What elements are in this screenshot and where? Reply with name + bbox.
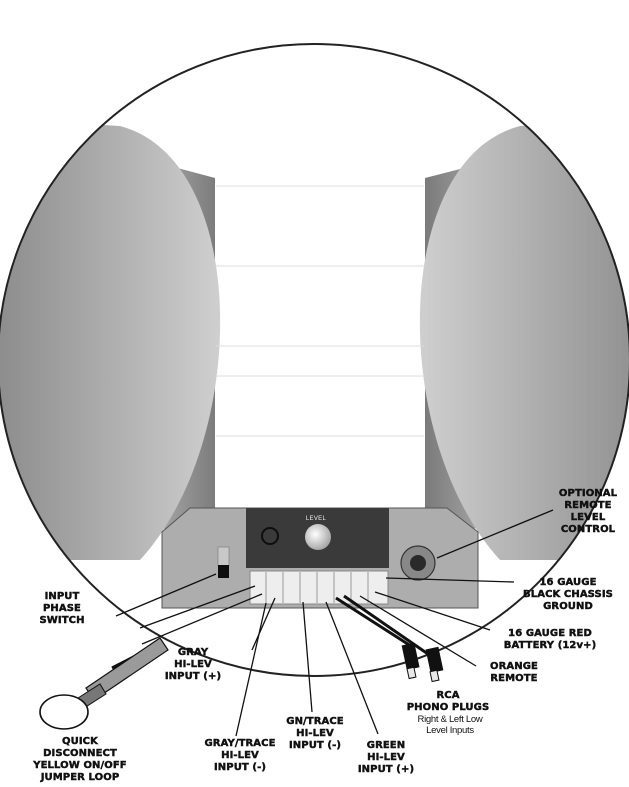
label-line: GRAY: [178, 647, 209, 658]
left-heatsink-fin: [0, 118, 221, 560]
label-line: LEVEL: [571, 512, 606, 523]
level-led: [261, 527, 279, 545]
label-rca: RCA PHONO PLUGS Right & Left Low Level I…: [407, 690, 490, 736]
label-line: QUICK: [62, 736, 99, 747]
phase-switch-toggle[interactable]: [218, 565, 229, 578]
label-orange-remote: ORANGE REMOTE: [490, 661, 538, 684]
rca-cables: [335, 594, 444, 683]
terminal-block: [249, 570, 389, 605]
label-line: 16 GAUGE: [540, 577, 597, 588]
label-line: ORANGE: [490, 661, 538, 672]
label-black-ground: 16 GAUGE BLACK CHASSIS GROUND: [523, 577, 613, 612]
label-line: INPUT (+): [358, 764, 414, 775]
label-line: REMOTE: [490, 673, 537, 684]
label-gn-trace: GN/TRACE HI-LEV INPUT (-): [286, 716, 344, 751]
label-line: 16 GAUGE RED: [508, 628, 592, 639]
label-line: YELLOW ON/OFF: [32, 760, 126, 771]
label-optional-remote: OPTIONAL REMOTE LEVEL CONTROL: [559, 488, 618, 535]
jumper-loop: [39, 637, 169, 730]
center-ridges: [216, 185, 424, 437]
label-line: GRAY/TRACE: [204, 738, 275, 749]
label-line: INPUT (+): [165, 671, 221, 682]
input-phase-switch[interactable]: [217, 546, 230, 567]
label-gray-trace: GRAY/TRACE HI-LEV INPUT (-): [204, 738, 275, 773]
leader-lines: [115, 509, 554, 737]
label-line: PHONO PLUGS: [407, 702, 490, 713]
label-red-battery: 16 GAUGE RED BATTERY (12v+): [504, 628, 597, 651]
label-line: PHASE: [43, 603, 81, 614]
right-heatsink-fin: [419, 118, 629, 560]
label-line: DISCONNECT: [43, 748, 117, 759]
level-knob[interactable]: [305, 524, 331, 550]
label-line: GROUND: [543, 601, 593, 612]
label-gray-plus: GRAY HI-LEV INPUT (+): [165, 647, 222, 682]
label-line: JUMPER LOOP: [40, 772, 120, 783]
label-line: GREEN: [367, 740, 405, 751]
label-line: BLACK CHASSIS: [523, 589, 613, 600]
label-line: SWITCH: [39, 615, 84, 626]
label-line: INPUT (-): [289, 740, 341, 751]
label-quick-disconnect: QUICK DISCONNECT YELLOW ON/OFF JUMPER LO…: [32, 736, 127, 783]
label-line: GN/TRACE: [286, 716, 344, 727]
label-line: REMOTE: [564, 500, 611, 511]
label-line: HI-LEV: [221, 750, 259, 761]
label-green-plus: GREEN HI-LEV INPUT (+): [358, 740, 415, 775]
label-line: RCA: [436, 690, 459, 701]
label-input-phase: INPUT PHASE SWITCH: [39, 591, 84, 626]
label-line: BATTERY (12v+): [504, 640, 597, 651]
label-line: HI-LEV: [367, 752, 405, 763]
rca-note-line: Level Inputs: [426, 725, 474, 736]
label-line: OPTIONAL: [559, 488, 618, 499]
label-line: HI-LEV: [174, 659, 212, 670]
label-line: INPUT (-): [214, 762, 266, 773]
magnifier-circle-outline: [0, 43, 629, 677]
label-line: HI-LEV: [296, 728, 334, 739]
rca-note-line: Right & Left Low: [418, 714, 483, 725]
label-line: CONTROL: [561, 524, 616, 535]
label-line: INPUT: [45, 591, 80, 602]
remote-level-jack-center: [410, 555, 426, 571]
level-text: LEVEL: [306, 516, 327, 522]
